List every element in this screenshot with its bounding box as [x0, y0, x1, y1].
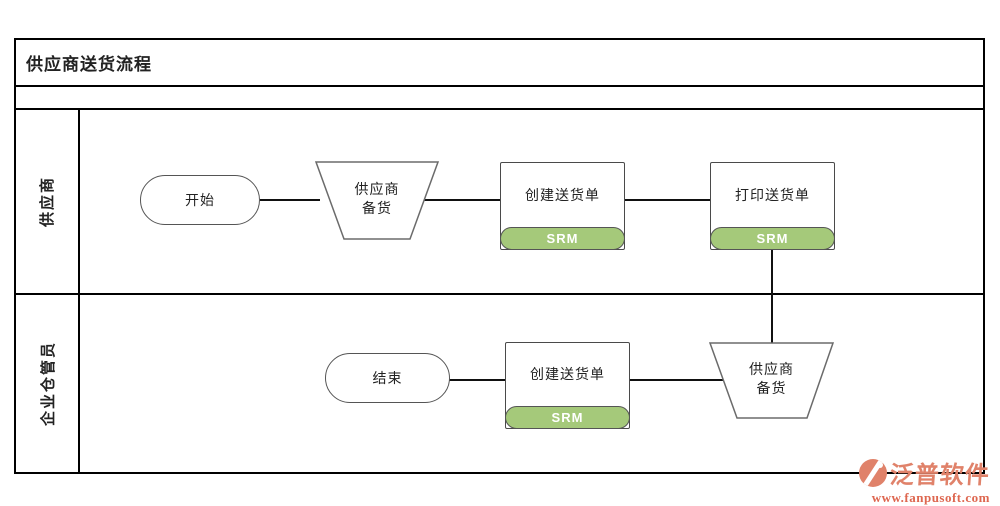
start-node: 开始 [140, 175, 260, 225]
srm-badge: SRM [505, 406, 630, 429]
lane-label-supplier: 供应商 [16, 110, 80, 293]
print-delivery-note-label: 打印送货单 [735, 186, 810, 203]
end-node: 结束 [325, 353, 450, 403]
print-delivery-note-node: 打印送货单 SRM [710, 162, 835, 250]
diagram-title: 供应商送货流程 [26, 55, 152, 74]
supplier-prepare-bottom-line1: 供应商 [749, 361, 794, 377]
lane-label-warehouse-manager-text: 企业仓管员 [39, 340, 57, 427]
watermark: 泛普软件 www.fanpusoft.com [859, 455, 991, 506]
end-node-label: 结束 [372, 370, 403, 386]
watermark-brand: 泛普软件 [888, 462, 991, 489]
supplier-prepare-top-line1: 供应商 [354, 181, 400, 197]
create-delivery-note-top-label: 创建送货单 [525, 186, 600, 203]
diagram-title-row: 供应商送货流程 [16, 40, 983, 87]
start-node-label: 开始 [185, 192, 215, 208]
srm-badge: SRM [500, 227, 625, 250]
lane-supplier: 供应商 [16, 110, 983, 295]
lane-warehouse-manager: 企业仓管员 [16, 295, 983, 472]
create-delivery-note-top-node: 创建送货单 SRM [500, 162, 625, 250]
srm-badge: SRM [710, 227, 835, 250]
spacer-row [16, 87, 983, 110]
create-delivery-note-bottom-label: 创建送货单 [530, 366, 605, 382]
supplier-prepare-top-label: 供应商 备货 [316, 180, 438, 218]
watermark-url: www.fanpusoft.com [871, 490, 990, 505]
lane-label-warehouse-manager: 企业仓管员 [16, 295, 80, 472]
lane-label-supplier-text: 供应商 [39, 175, 57, 228]
supplier-prepare-top-line2: 备货 [362, 199, 392, 216]
flowchart-frame: 供应商送货流程 供应商 企业仓管员 [14, 38, 985, 474]
fanpu-logo-icon [859, 458, 887, 487]
watermark-row: 泛普软件 [859, 455, 991, 490]
create-delivery-note-bottom-node: 创建送货单 SRM [505, 342, 630, 429]
supplier-prepare-bottom-line2: 备货 [756, 379, 787, 396]
supplier-prepare-bottom-label: 供应商 备货 [710, 360, 833, 398]
